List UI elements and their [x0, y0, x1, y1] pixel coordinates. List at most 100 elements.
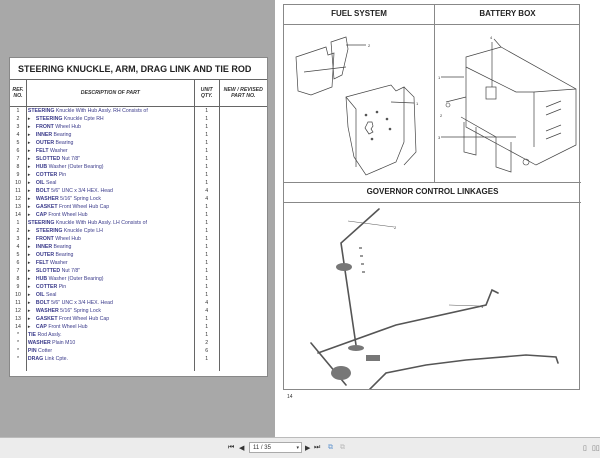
ref-no: 11: [10, 187, 27, 195]
bullet-arrow-icon: ▸: [27, 180, 31, 186]
svg-text:2: 2: [440, 113, 443, 118]
new-part-no: [219, 195, 267, 203]
part-description: ▸BOLT 5/6" UNC x 3/4 HEX. Head: [26, 299, 195, 307]
unit-qty: 1: [194, 331, 220, 339]
unit-qty: 1: [194, 106, 220, 115]
new-part-no: [219, 259, 267, 267]
single-page-view-icon[interactable]: ▯: [583, 445, 587, 452]
part-detail: 5/16" Spring Lock: [58, 308, 101, 314]
part-detail: Front Wheel Hub: [46, 324, 88, 330]
unit-qty: 1: [194, 171, 220, 179]
last-page-button[interactable]: ⏭: [314, 444, 321, 451]
governor-linkage-diagram: 2 1: [310, 208, 559, 389]
part-description: ▸FRONT Wheel Hub: [26, 235, 195, 243]
ref-no: 3: [10, 123, 27, 131]
bullet-arrow-icon: ▸: [27, 188, 31, 194]
unit-qty: 1: [194, 275, 220, 283]
part-keyword: CAP: [35, 212, 47, 218]
copy-icon[interactable]: ⧉: [328, 444, 333, 451]
ref-no: 5: [10, 251, 27, 259]
part-keyword: HUB: [35, 276, 48, 282]
part-detail: Washer (Outer Bearing): [47, 164, 104, 170]
part-detail: Pin: [57, 284, 67, 290]
new-part-no: [219, 203, 267, 211]
unit-qty: 1: [194, 131, 220, 139]
bullet-arrow-icon: ▸: [27, 284, 31, 290]
unit-qty: 1: [194, 139, 220, 147]
new-part-no: [219, 299, 267, 307]
part-detail: Bearing: [52, 132, 72, 138]
part-keyword: FELT: [35, 260, 49, 266]
new-part-no: [219, 179, 267, 187]
ref-no: 4: [10, 131, 27, 139]
part-description: STEERING Knuckle With Hub Assly. LH Cons…: [26, 219, 195, 227]
page-number-input[interactable]: 11 / 35 ▾: [249, 442, 302, 453]
bullet-arrow-icon: ▸: [27, 228, 31, 234]
part-description: ▸SLOTTED Nut 7/8": [26, 155, 195, 163]
part-keyword: GASKET: [35, 204, 58, 210]
part-description: ▸FELT Washer: [26, 259, 195, 267]
parts-list-page: STEERING KNUCKLE, ARM, DRAG LINK AND TIE…: [9, 57, 268, 377]
prev-page-button[interactable]: ◀: [239, 445, 245, 452]
part-keyword: PIN: [27, 348, 37, 354]
part-detail: Rod Assly.: [36, 332, 62, 338]
part-detail: Pin: [57, 172, 67, 178]
chevron-down-icon[interactable]: ▾: [296, 445, 299, 451]
col-qty-header: UNIT QTY.: [194, 80, 220, 107]
paste-icon[interactable]: ⧉: [340, 444, 345, 451]
new-part-no: [219, 283, 267, 291]
part-keyword: INNER: [35, 132, 53, 138]
part-keyword: COTTER: [35, 284, 58, 290]
part-detail: Knuckle With Hub Assly. LH Consists of: [54, 220, 147, 226]
ref-no: 12: [10, 195, 27, 203]
table-row: *TIE Rod Assly.1: [10, 331, 267, 339]
governor-heading: GOVERNOR CONTROL LINKAGES: [284, 183, 581, 203]
svg-text:1: 1: [438, 75, 441, 80]
part-description: ▸BOLT 5/6" UNC x 3/4 HEX. Head: [26, 187, 195, 195]
next-page-button[interactable]: ▶: [305, 445, 311, 452]
first-page-button[interactable]: ⏮: [228, 444, 235, 451]
unit-qty: 1: [194, 291, 220, 299]
col-ref-header: REF. NO.: [10, 80, 27, 107]
part-keyword: OUTER: [35, 252, 55, 258]
part-keyword: FELT: [35, 148, 49, 154]
part-keyword: OUTER: [35, 140, 55, 146]
part-detail: Cotter: [36, 348, 53, 354]
double-page-view-icon[interactable]: ▯▯: [592, 445, 600, 452]
battery-box-heading: BATTERY BOX: [435, 5, 580, 25]
part-detail: Wheel Hub: [53, 124, 81, 130]
unit-qty: 4: [194, 195, 220, 203]
bullet-arrow-icon: ▸: [27, 204, 31, 210]
new-part-no: [219, 163, 267, 171]
unit-qty: 1: [194, 179, 220, 187]
part-keyword: STEERING: [35, 116, 63, 122]
new-part-no: [219, 347, 267, 355]
bullet-arrow-icon: ▸: [27, 276, 31, 282]
unit-qty: 1: [194, 123, 220, 131]
part-detail: 5/6" UNC x 3/4 HEX. Head: [49, 300, 113, 306]
battery-box-diagram: 4 1 2 3: [438, 35, 577, 173]
bullet-arrow-icon: ▸: [27, 164, 31, 170]
new-part-no: [219, 315, 267, 323]
divider: [434, 5, 435, 182]
part-description: WASHER Plain M10: [26, 339, 195, 347]
part-detail: Front Wheel Hub Cap: [57, 316, 110, 322]
part-detail: 5/6" UNC x 3/4 HEX. Head: [49, 188, 113, 194]
new-part-no: [219, 107, 267, 116]
part-keyword: OIL: [35, 292, 45, 298]
unit-qty: 1: [194, 243, 220, 251]
part-description: DRAG Link Cpte.: [26, 355, 195, 363]
ref-no: *: [10, 355, 27, 363]
unit-qty: 1: [194, 147, 220, 155]
table-row: 8▸HUB Washer (Outer Bearing)1: [10, 275, 267, 283]
